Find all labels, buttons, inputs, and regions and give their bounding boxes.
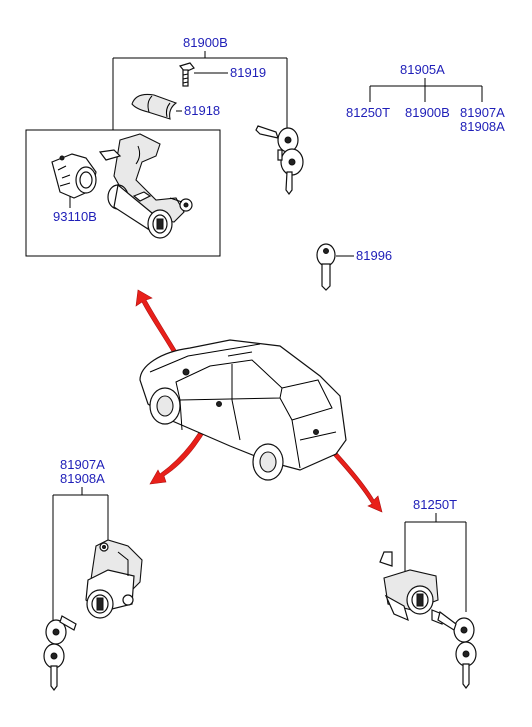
door-key-set-icon	[43, 615, 77, 691]
tailgate-lock-cylinder-icon	[379, 551, 443, 625]
car-illustration	[139, 339, 347, 481]
tailgate-lock-group: 81250T	[379, 497, 477, 689]
kit-81905a-tree: 81905A 81250T 81900B 81907A 81908A	[346, 62, 505, 134]
arrow-to-ignition	[135, 289, 183, 363]
key-set-81900b-icon	[255, 125, 304, 195]
tailgate-key-set-icon	[437, 610, 477, 689]
label-group-81908a: 81908A	[460, 119, 505, 134]
label-81907a-door: 81907A	[60, 457, 105, 472]
label-81918: 81918	[184, 103, 220, 118]
ignition-cylinder-93110b-icon	[51, 153, 97, 199]
label-group-81900b: 81900B	[405, 105, 450, 120]
label-81250t-tail: 81250T	[413, 497, 457, 512]
steering-lock-housing-icon	[98, 133, 193, 239]
shear-cover-81918-icon	[131, 93, 178, 120]
label-group-81907a: 81907A	[460, 105, 505, 120]
label-81996: 81996	[356, 248, 392, 263]
label-81900b-top: 81900B	[183, 35, 228, 50]
label-group-81250t: 81250T	[346, 105, 390, 120]
label-93110b: 93110B	[53, 209, 97, 224]
door-lock-cylinder-icon	[85, 539, 143, 619]
label-81908a-door: 81908A	[60, 471, 105, 486]
ignition-assembly-group: 81900B 81919 81918	[25, 35, 304, 257]
ignition-box	[25, 129, 221, 257]
label-81919: 81919	[230, 65, 266, 80]
bolt-81919-icon	[178, 62, 195, 87]
door-lock-group: 81907A 81908A	[43, 457, 143, 691]
label-81905a: 81905A	[400, 62, 445, 77]
blank-key-81996-icon	[316, 243, 336, 291]
